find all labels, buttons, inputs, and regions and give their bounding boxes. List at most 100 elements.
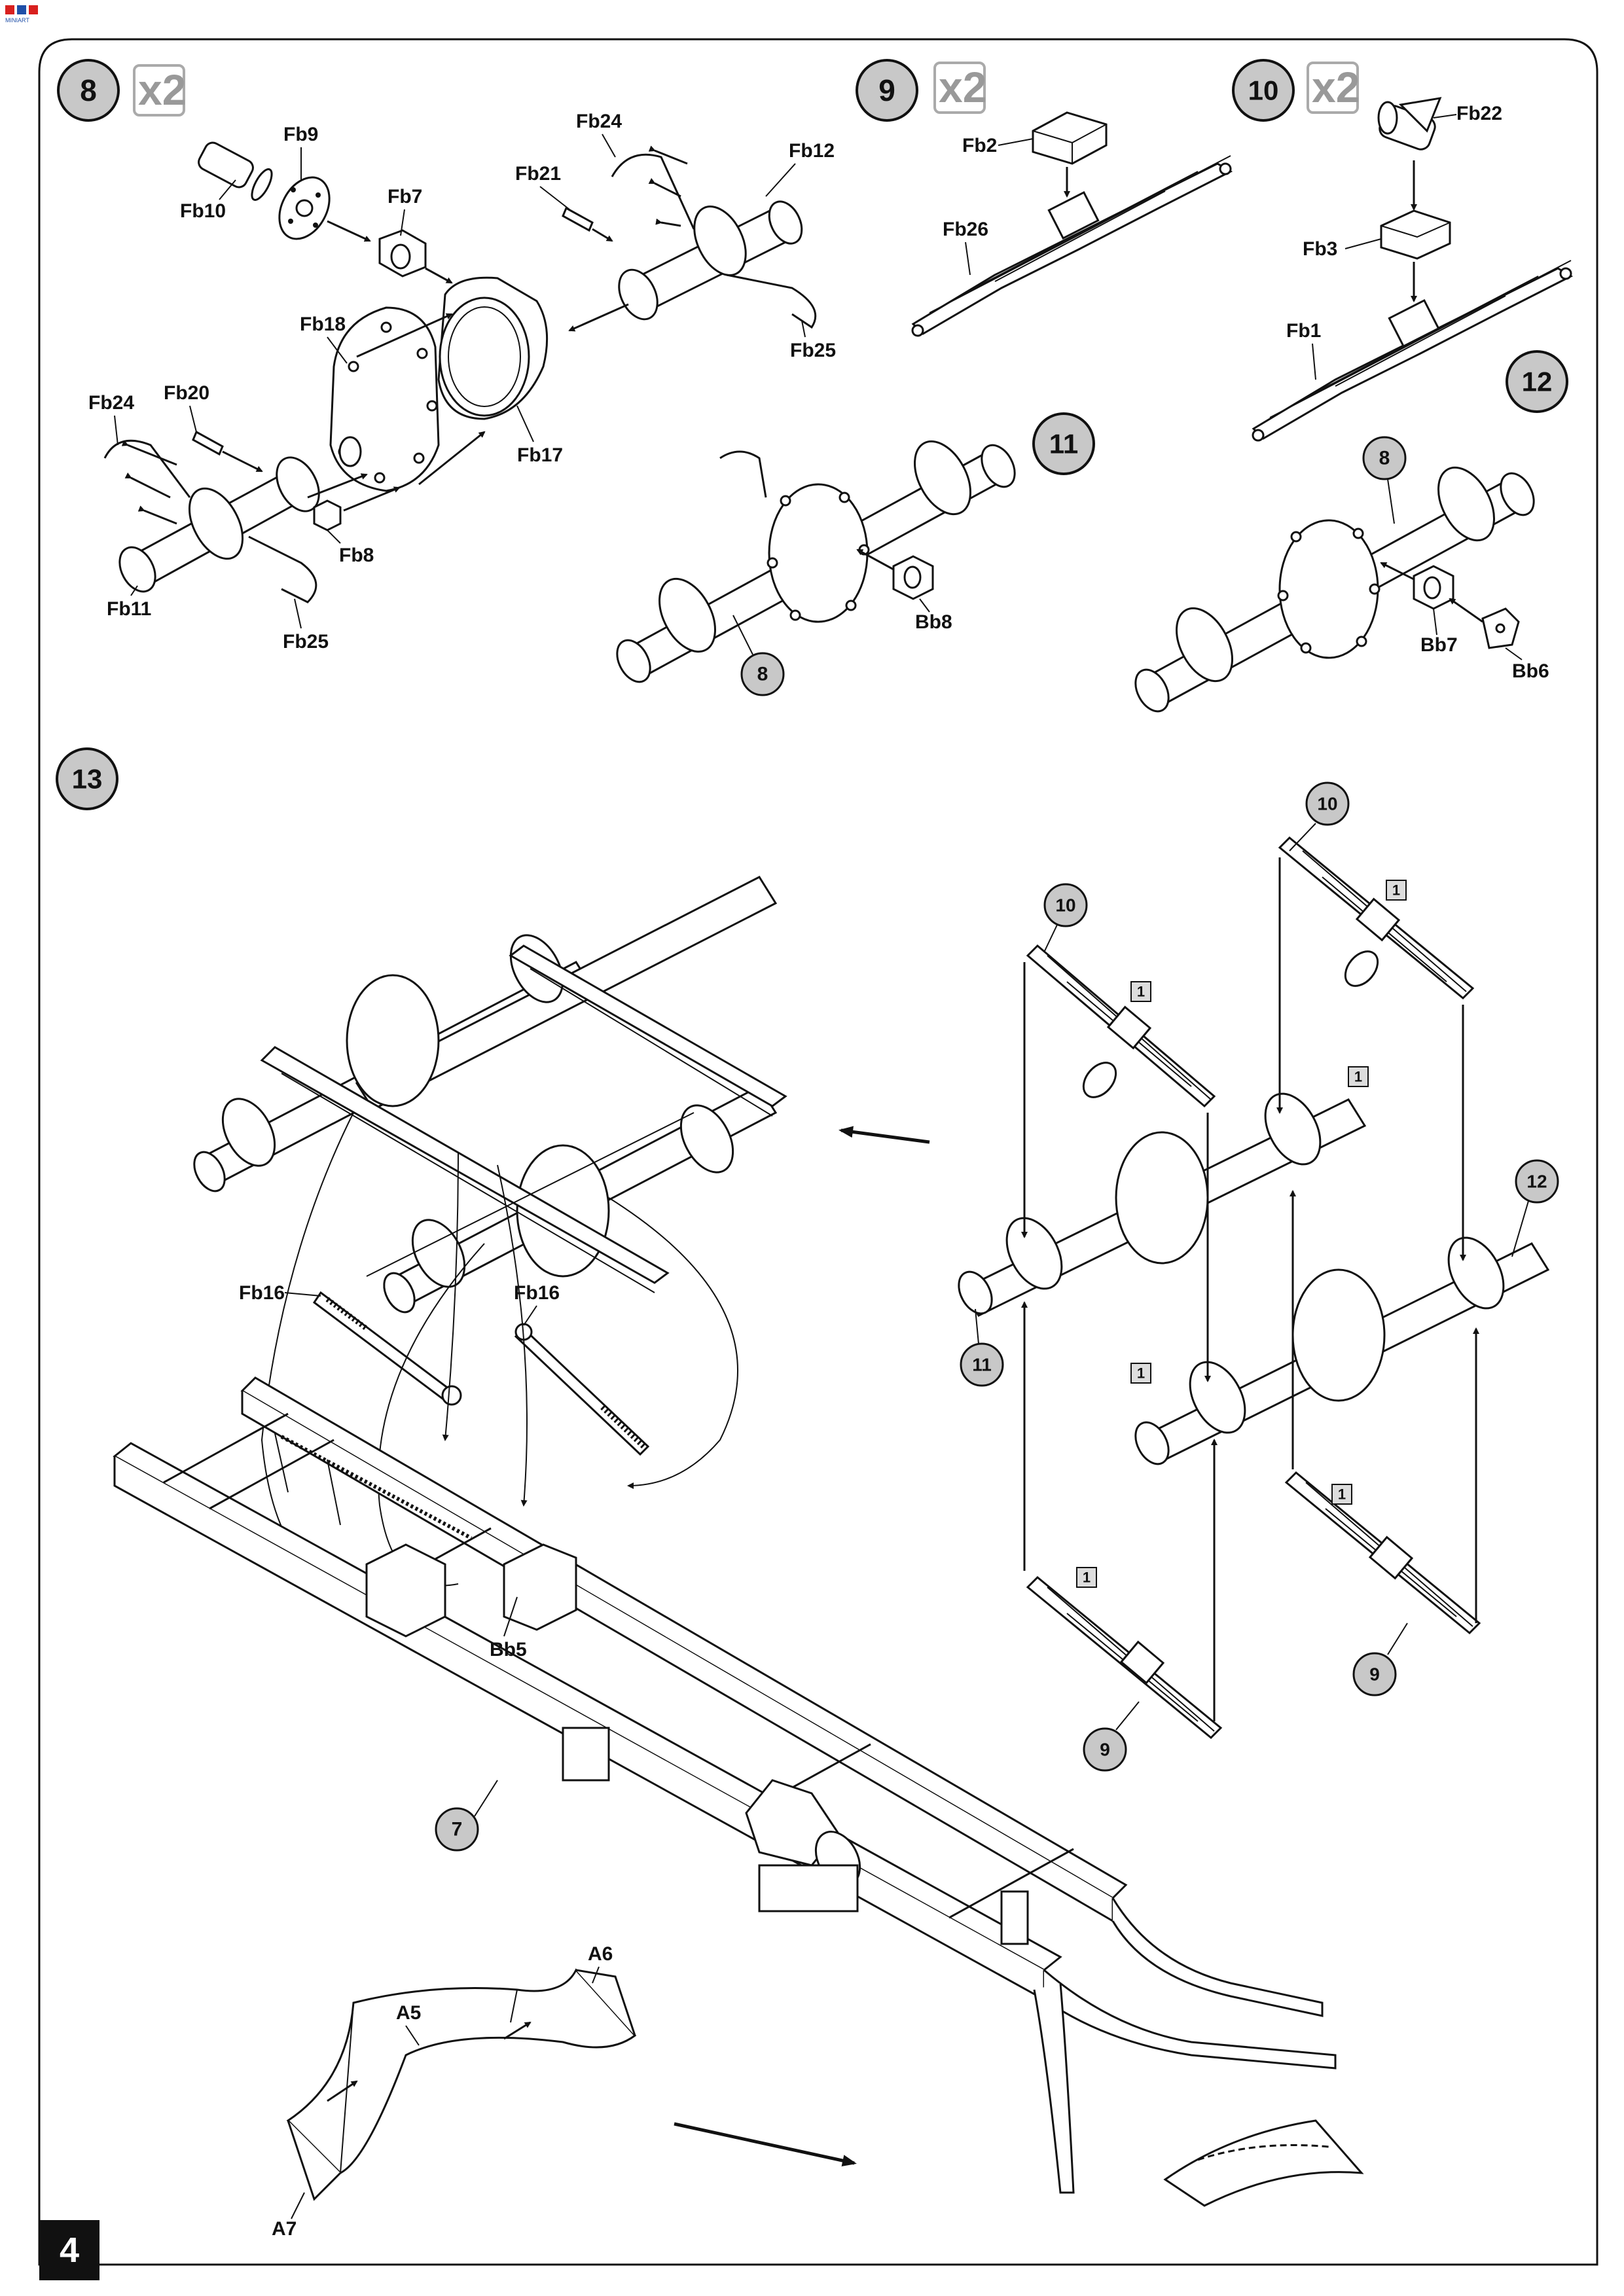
part-label: A7 [272,2218,297,2240]
part-label: A5 [396,2002,421,2024]
part-label: Fb24 [576,111,622,132]
step-number: 8 [80,73,97,107]
axle-end-fb22 [1377,97,1442,151]
axle-assembly [616,440,1016,683]
quantity-marker: x2 [933,62,986,114]
svg-text:1: 1 [1137,1365,1145,1382]
rear-bogie-assembly [193,876,787,1314]
pin-part-fb21 [562,206,613,242]
step-number: 9 [878,73,895,107]
hub-part [198,141,273,201]
step-number: 10 [1248,75,1279,106]
sub-step-number: 7 [452,1819,463,1840]
bearing-part-bb7 [1413,565,1454,610]
step-8: 8 x2 [57,59,836,653]
axle-assembly [1134,466,1535,713]
step-10: 10 x2 Fb22 Fb3 Fb1 [1232,59,1574,442]
svg-text:1: 1 [1137,984,1145,1000]
sub-step-number: 9 [1369,1664,1380,1685]
part-label: Fb10 [180,200,226,222]
logo-text: MINIART [5,17,29,24]
part-label: Fb21 [515,163,561,185]
part-label: Fb26 [943,219,988,240]
boxed-marker: 1 [1130,981,1151,1002]
sub-step-ref [1043,883,1088,927]
nut-part-fb8 [313,486,401,531]
part-label: Fb24 [88,392,134,414]
sub-step-ref [1362,436,1407,480]
part-label: A6 [588,1943,613,1965]
quantity-marker: x2 [1307,62,1360,114]
sub-step-number: 10 [1055,895,1075,916]
part-label: Fb8 [339,545,374,566]
flange-part [278,176,331,240]
step-11: 11 8 Bb8 [616,412,1095,696]
sub-step-number: 8 [1379,448,1390,469]
part-label: Bb6 [1512,660,1549,682]
diff-cover-fb18 [329,306,440,492]
part-label: Fb18 [300,314,346,335]
part-label: Fb11 [107,598,151,620]
axle-tube-fb11 [103,439,320,603]
chassis-frame [113,1376,1337,2194]
step-badge [56,747,118,810]
front-fender [1163,2119,1364,2207]
part-label: Fb20 [164,382,209,404]
spring-pad-fb3 [1380,209,1451,260]
boxed-marker: 1 [1076,1567,1097,1588]
sub-step-number: 8 [757,664,768,685]
boxed-marker: 1 [1130,1363,1151,1384]
fender-assembly [286,1968,637,2201]
boxed-marker: 1 [1386,880,1407,901]
sub-step-number: 11 [972,1355,992,1375]
sub-step-number: 10 [1317,794,1337,814]
page-number: 4 [60,2231,79,2270]
sub-step-ref [435,1807,479,1852]
axle-tube-fb12 [611,153,817,329]
step-number: 12 [1522,367,1553,397]
pin-part-fb20 [192,430,263,473]
part-label: Fb16 [514,1282,560,1304]
step-13: 13 [56,747,1559,2240]
sub-step-ref [1305,781,1350,826]
part-label: Fb9 [283,124,318,145]
step-9: 9 x2 Fb2 Fb26 [856,59,1233,337]
part-label: Bb5 [490,1639,527,1660]
leaf-spring-fb1 [1252,260,1574,442]
part-label: Fb2 [962,135,997,156]
sub-step-number: 9 [1100,1740,1110,1760]
sub-step-ref [740,652,785,696]
bracket-part-bb6 [1481,607,1520,649]
quantity-marker: x2 [133,64,186,117]
spring-pad-fb2 [1032,111,1108,165]
boxed-marker: 1 [1348,1066,1369,1087]
step-badge [1506,350,1568,413]
svg-text:1: 1 [1354,1069,1362,1085]
part-label: Fb3 [1303,238,1337,260]
part-label: Bb7 [1420,634,1458,656]
step-number: 11 [1049,429,1078,459]
part-label: Fb22 [1456,103,1502,124]
bearing-part-fb7 [378,229,427,278]
sub-step-number: 12 [1526,1172,1547,1192]
sub-assembly-explode [958,836,1550,1740]
svg-text:x2: x2 [939,63,986,111]
part-label: Fb7 [388,186,422,207]
sub-step-ref [1515,1159,1559,1204]
step-badge [1032,412,1095,475]
part-label: Fb25 [790,340,836,361]
sub-step-ref [960,1342,1004,1387]
differential-housing-fb17 [437,276,549,420]
page-border [38,38,1598,2266]
sub-step-ref [1352,1652,1397,1696]
step-number: 13 [72,764,103,795]
boxed-marker: 1 [1331,1484,1352,1505]
svg-text:x2: x2 [138,65,186,114]
brand-logo: MINIART [4,4,43,24]
leaf-spring-fb26 [911,155,1233,337]
svg-text:x2: x2 [1312,63,1360,111]
part-label: Bb8 [915,611,952,633]
svg-text:1: 1 [1338,1486,1346,1503]
svg-text:1: 1 [1392,882,1400,899]
